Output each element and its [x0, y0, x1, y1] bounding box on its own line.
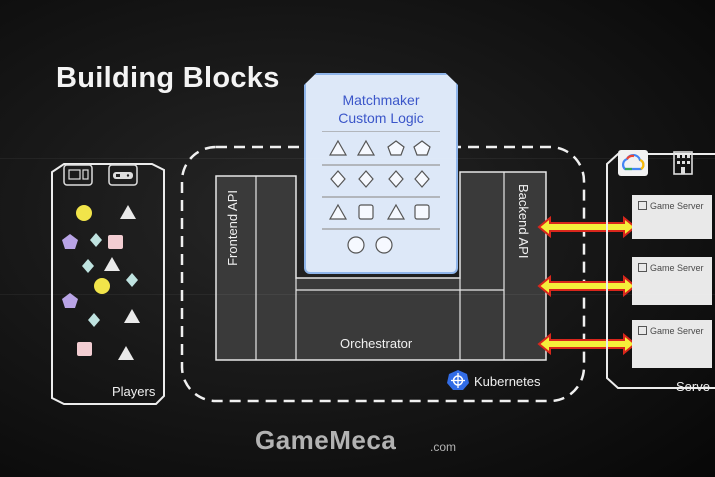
player-pentagon [62, 293, 78, 308]
game-console-icon [63, 164, 93, 186]
game-server-card: Game Server [632, 320, 712, 368]
kubernetes-helm-icon [447, 369, 469, 391]
match-diamond [414, 170, 430, 188]
servers-label: Serve [676, 379, 710, 394]
player-shapes [62, 205, 140, 360]
player-diamond [88, 313, 100, 327]
game-server-card: Game Server [632, 195, 712, 239]
screen-seam [0, 158, 715, 159]
players-panel [51, 163, 165, 405]
player-triangle [118, 346, 134, 360]
player-circle [76, 205, 92, 221]
building-icon [668, 150, 698, 176]
match-square [358, 204, 374, 220]
match-triangle [328, 139, 348, 156]
player-diamond [90, 233, 102, 247]
google-cloud-icon [618, 150, 648, 176]
game-server-label: Game Server [650, 326, 704, 336]
match-triangle [386, 203, 406, 220]
match-circle [347, 236, 365, 254]
chip-icon [638, 326, 647, 335]
matchmaker-title: Matchmaker Custom Logic [338, 92, 424, 126]
match-triangle [356, 139, 376, 156]
match-pentagon [387, 140, 405, 156]
watermark-suffix: .com [430, 440, 457, 454]
player-diamond [82, 259, 94, 273]
backend-api-label: Backend API [516, 184, 531, 259]
game-server-label: Game Server [650, 263, 704, 273]
player-triangle [124, 309, 140, 323]
chip-icon [638, 263, 647, 272]
kubernetes-label: Kubernetes [474, 374, 541, 389]
match-pentagon [413, 140, 431, 156]
match-diamond [330, 170, 346, 188]
screen-seam [0, 294, 715, 295]
watermark-brand: GameMeca [255, 425, 397, 455]
match-square [414, 204, 430, 220]
player-pentagon [62, 234, 78, 249]
player-square [77, 342, 92, 356]
game-server-card: Game Server [632, 257, 712, 305]
match-triangle [328, 203, 348, 220]
slide-title: Building Blocks [56, 62, 280, 94]
matchmaker-card: Matchmaker Custom Logic [304, 73, 458, 274]
orchestrator-label: Orchestrator [340, 336, 413, 351]
matchmaker-shapes [322, 131, 440, 254]
player-diamond [126, 273, 138, 287]
player-triangle [104, 257, 120, 271]
frontend-api-label: Frontend API [225, 190, 240, 266]
player-triangle [120, 205, 136, 219]
open-match-core [215, 171, 547, 361]
player-square [108, 235, 123, 249]
match-circle [375, 236, 393, 254]
player-circle [94, 278, 110, 294]
gamepad-icon [108, 164, 138, 186]
players-label: Players [112, 384, 156, 399]
match-diamond [358, 170, 374, 188]
chip-icon [638, 201, 647, 210]
match-diamond [388, 170, 404, 188]
game-server-label: Game Server [650, 201, 704, 211]
